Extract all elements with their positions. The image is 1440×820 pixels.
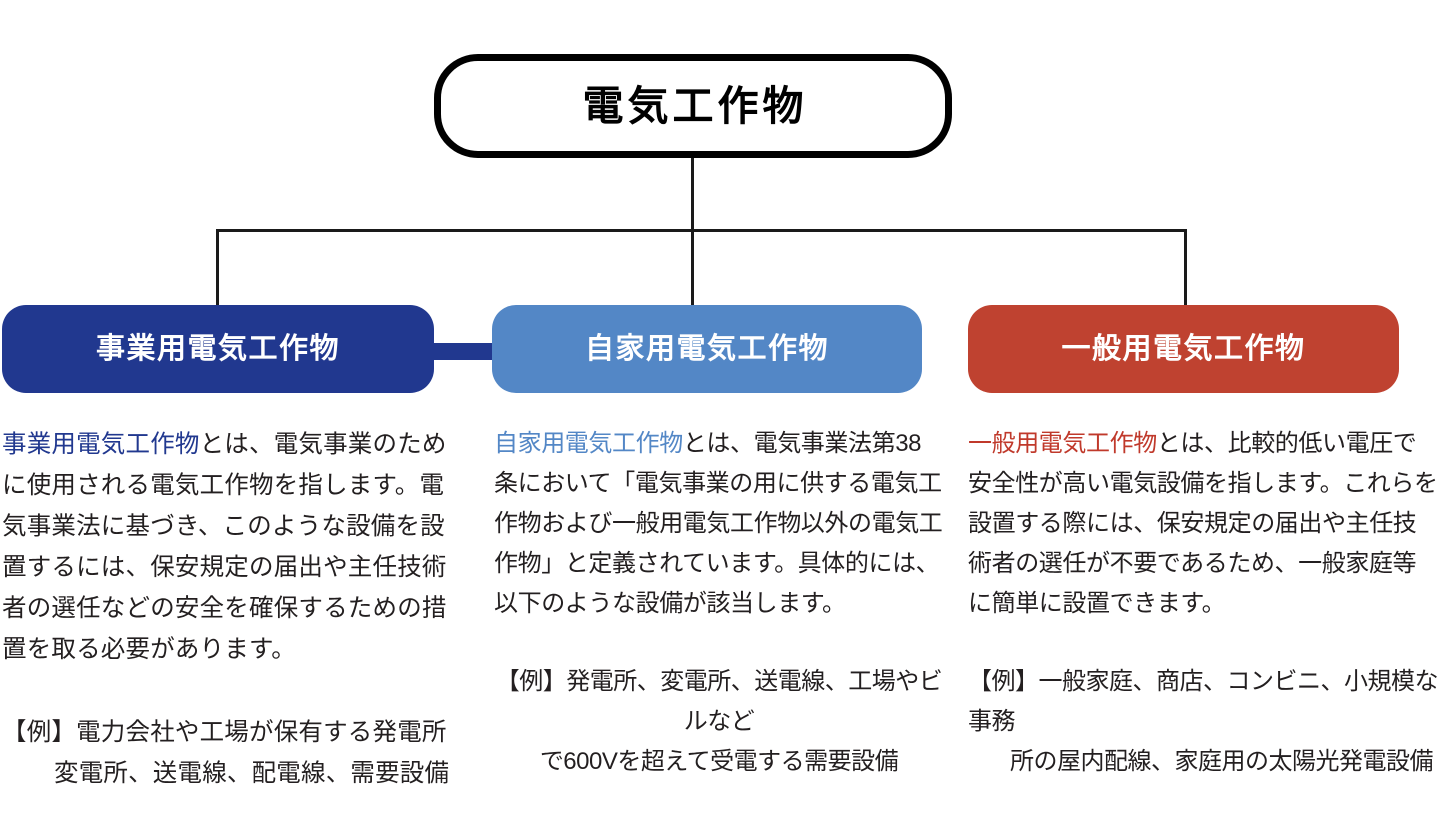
description-body: とは、電気事業法第38条において「電気事業の用に供する電気工作物および一般用電気… [494,430,943,617]
description-column-jikayo: 自家用電気工作物とは、電気事業法第38条において「電気事業の用に供する電気工作物… [494,424,944,782]
example-line-2: で600Vを超えて受電する需要設備 [539,748,899,775]
example-line-1: 電力会社や工場が保有する発電所 [76,719,447,746]
example-line-1: 発電所、変電所、送電線、工場やビルなど [566,668,943,735]
root-node-electrical-installations: 電気工作物 [434,54,952,158]
example-prefix: 【例】 [968,668,1039,695]
description-paragraph: 一般用電気工作物とは、比較的低い電圧で安全性が高い電気設備を指します。これらを設… [968,424,1438,624]
connector-horizontal-bar [216,229,1187,232]
description-keyword: 一般用電気工作物 [968,430,1157,457]
category-box-label: 自家用電気工作物 [584,332,829,365]
example-prefix: 【例】 [2,719,77,746]
category-box-jikayo[interactable]: 自家用電気工作物 [492,305,922,393]
example-block: 【例】電力会社や工場が保有する発電所変電所、送電線、配電線、需要設備 [2,712,450,794]
example-prefix: 【例】 [495,668,567,695]
example-line-2: 変電所、送電線、配電線、需要設備 [54,760,450,787]
description-paragraph: 自家用電気工作物とは、電気事業法第38条において「電気事業の用に供する電気工作物… [494,424,944,624]
description-paragraph: 事業用電気工作物とは、電気事業のために使用される電気工作物を指します。電気事業法… [2,424,450,670]
root-node-label: 電気工作物 [582,82,808,129]
example-line-1: 一般家庭、商店、コンビニ、小規模な事務 [968,668,1439,735]
description-body: とは、比較的低い電圧で安全性が高い電気設備を指します。これらを設置する際には、保… [968,430,1438,617]
description-body: とは、電気事業のために使用される電気工作物を指します。電気事業法に基づき、このよ… [2,431,447,663]
description-keyword: 事業用電気工作物 [2,431,200,458]
description-column-jigyoyo: 事業用電気工作物とは、電気事業のために使用される電気工作物を指します。電気事業法… [2,424,450,794]
description-keyword: 自家用電気工作物 [494,430,683,457]
connector-leg-left [216,229,219,307]
example-line-2: 所の屋内配線、家庭用の太陽光発電設備 [1010,748,1434,775]
connector-leg-middle [691,229,694,307]
connector-sibling-link [420,343,506,360]
category-box-label: 一般用電気工作物 [1061,332,1306,365]
connector-leg-right [1184,229,1187,307]
description-column-ippanyo: 一般用電気工作物とは、比較的低い電圧で安全性が高い電気設備を指します。これらを設… [968,424,1439,820]
category-box-label: 事業用電気工作物 [95,332,340,365]
example-block: 【例】発電所、変電所、送電線、工場やビルなどで600Vを超えて受電する需要設備 [494,662,944,782]
category-box-jigyoyo[interactable]: 事業用電気工作物 [2,305,434,393]
category-box-ippanyo[interactable]: 一般用電気工作物 [968,305,1399,393]
connector-stem [691,158,694,232]
example-block: 【例】一般家庭、商店、コンビニ、小規模な事務所の屋内配線、家庭用の太陽光発電設備 [968,662,1439,782]
